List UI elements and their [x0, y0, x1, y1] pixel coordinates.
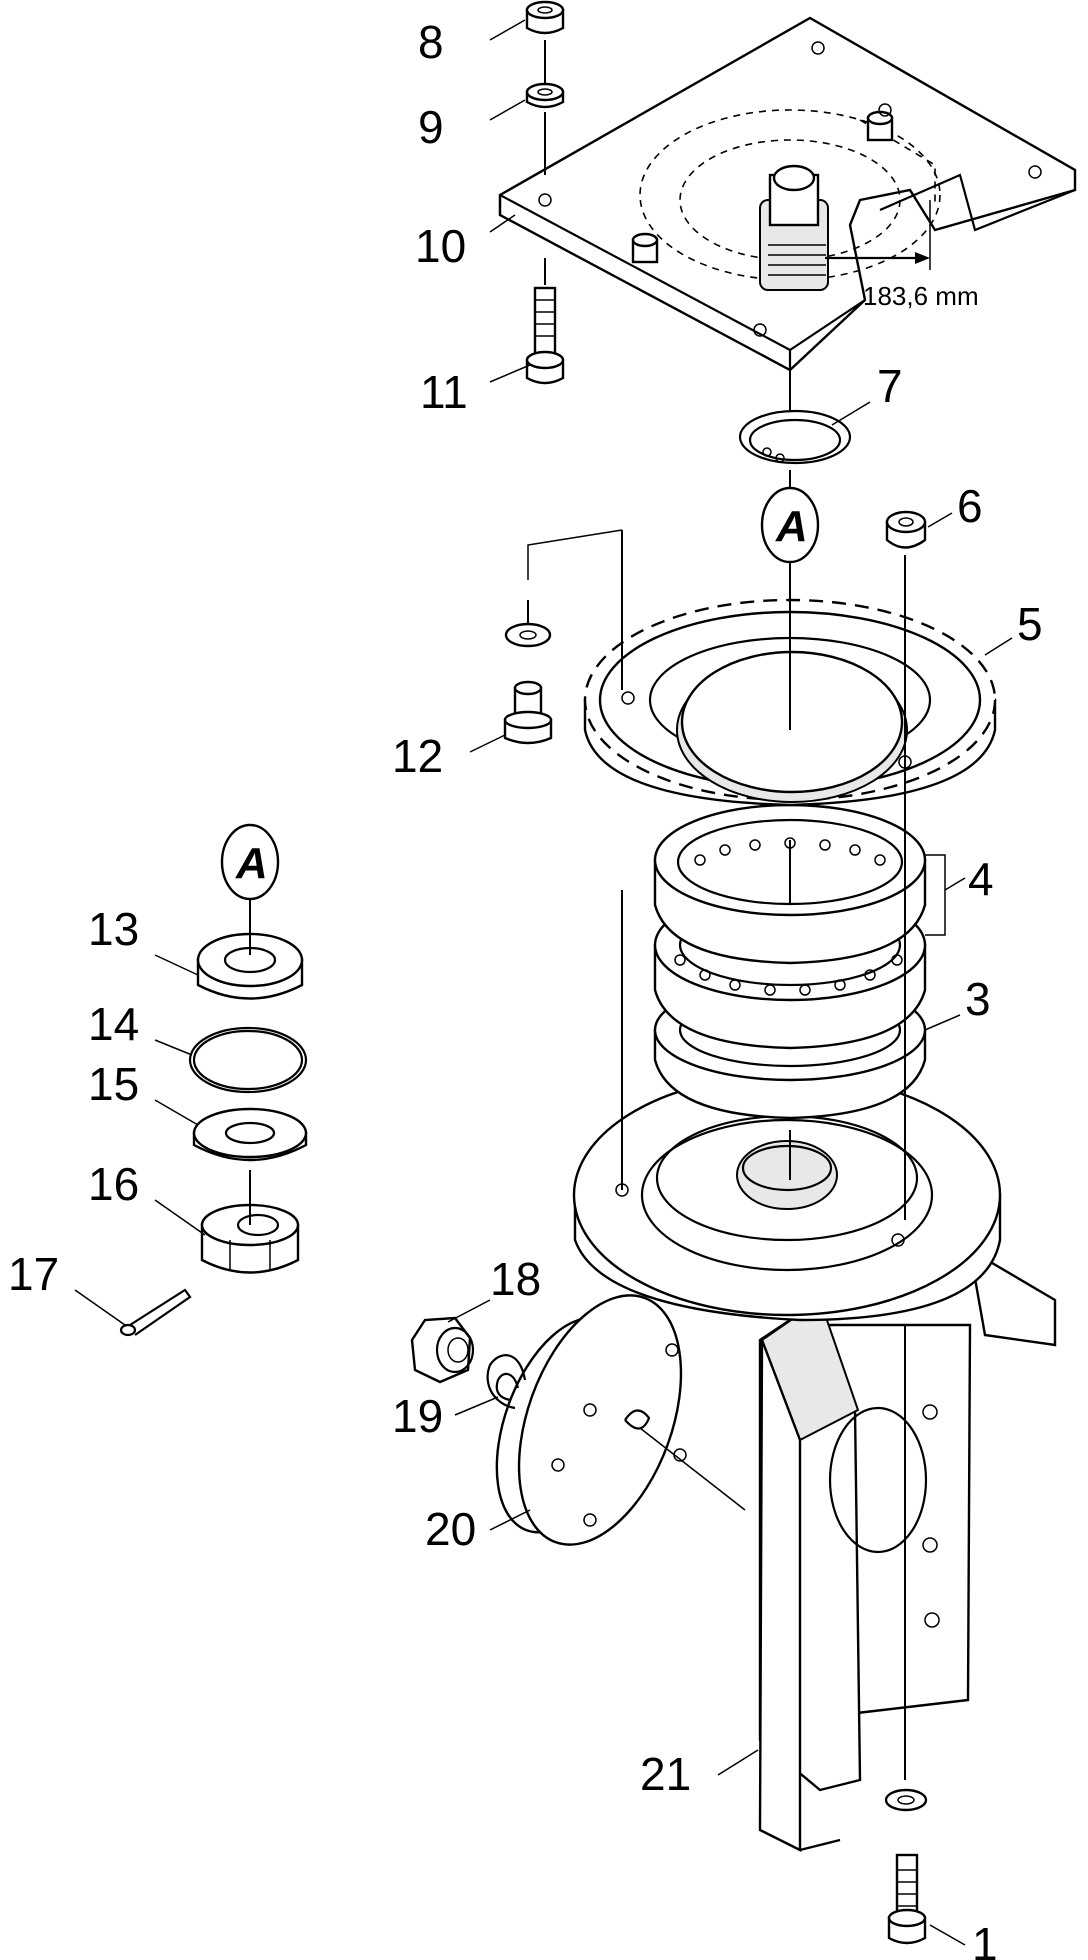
callout-8: 8	[418, 16, 444, 68]
part-19-lock-washer	[486, 1354, 527, 1410]
callout-16: 16	[88, 1158, 139, 1210]
part-1-bottom-bolt	[884, 1788, 928, 1945]
callout-9: 9	[418, 101, 444, 153]
callout-17: 17	[8, 1248, 59, 1300]
bearing-balls-upper	[694, 837, 886, 866]
assembly-axes	[249, 40, 906, 1780]
part-11-bolt	[525, 286, 565, 385]
callout-7: 7	[877, 360, 903, 412]
part-10-mounting-plate	[498, 16, 1077, 372]
marker-a-top: A	[760, 486, 820, 564]
part-16-castle-nut	[200, 1203, 300, 1274]
callout-10: 10	[415, 220, 466, 272]
svg-text:A: A	[235, 839, 268, 888]
callout-4: 4	[968, 853, 994, 905]
part-6-bushing	[885, 510, 927, 549]
callout-15: 15	[88, 1058, 139, 1110]
part-15-washer	[192, 1107, 308, 1162]
part-13-bearing	[196, 932, 304, 1000]
leader-lines	[74, 19, 1013, 1946]
dimension-indicator: 183,6 mm	[825, 200, 979, 311]
center-stud	[759, 164, 829, 291]
part-8-nut	[525, 0, 565, 35]
callout-3: 3	[965, 973, 991, 1025]
part-18-castle-nut	[410, 1316, 475, 1384]
part-9-washer	[525, 82, 565, 109]
svg-text:A: A	[775, 502, 808, 551]
part-12-bolt	[503, 622, 553, 745]
part-21-leg-bracket	[758, 1247, 1057, 1852]
callout-numbers: 8 9 10 11 7 6 5 12 4 3 13 14 15 16 17 18…	[8, 16, 1043, 1960]
callout-19: 19	[392, 1390, 443, 1442]
callout-6: 6	[957, 480, 983, 532]
callout-13: 13	[88, 903, 139, 955]
callout-1: 1	[972, 1918, 998, 1960]
part-5-sprocket	[583, 598, 997, 807]
part-4-thrust-bearing	[653, 803, 946, 1050]
callout-21: 21	[640, 1748, 691, 1800]
part-flange-plate	[572, 1073, 1002, 1322]
plate-studs	[631, 110, 894, 264]
callout-12: 12	[392, 730, 443, 782]
part-17-cotter-pin	[119, 1288, 192, 1337]
callout-14: 14	[88, 998, 139, 1050]
bearing-balls-lower	[674, 954, 903, 996]
marker-a-left: A	[220, 823, 280, 901]
callout-11: 11	[420, 366, 468, 418]
dimension-label: 183,6 mm	[863, 281, 979, 311]
part-14-o-ring	[188, 1026, 308, 1094]
part-20-mounting-disc	[495, 1294, 746, 1546]
part-7-circlip	[738, 409, 852, 465]
callout-5: 5	[1017, 598, 1043, 650]
callout-18: 18	[490, 1253, 541, 1305]
callout-20: 20	[425, 1503, 476, 1555]
